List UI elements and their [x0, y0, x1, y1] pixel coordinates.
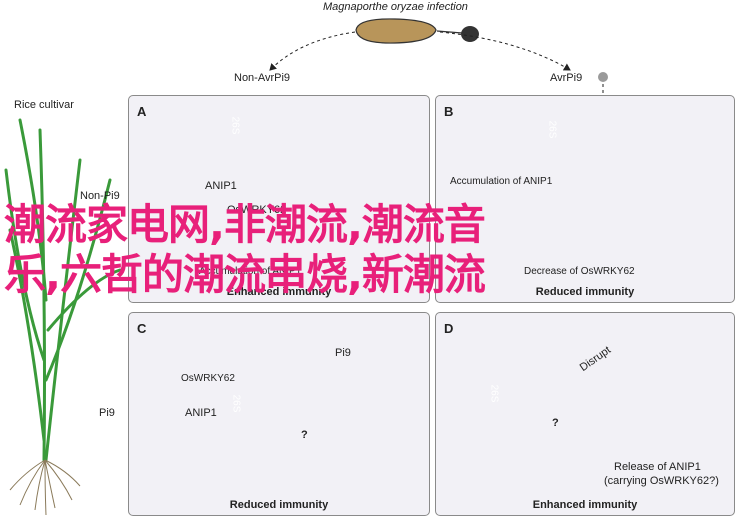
accumulation-label: Accumulation of ANIP1	[450, 176, 553, 187]
question-mark: ?	[552, 417, 559, 429]
decrease-label: Decrease of OsWRKY62	[524, 266, 635, 277]
panel-d: D Disrupt ? Release of ANIP1 (carrying O…	[435, 312, 735, 516]
panel-b-footer: Reduced immunity	[535, 286, 635, 298]
disrupt-label: Disrupt	[577, 344, 614, 374]
rice-plant-icon	[4, 118, 122, 462]
pi9-label: Pi9	[99, 407, 115, 419]
non-pi9-label: Non-Pi9	[80, 190, 120, 202]
panel-b: B Accumulation of ANIP1 Decrease of OsWR…	[435, 95, 735, 303]
pathogen-icon	[355, 18, 479, 44]
non-avrpi9-label: Non-AvrPi9	[234, 72, 291, 84]
release-label-line2: (carrying OsWRKY62?)	[604, 475, 719, 487]
panel-d-footer: Enhanced immunity	[532, 499, 638, 511]
avrpi9-effector-icon	[598, 72, 608, 82]
panel-c: C OsWRKY62 ANIP1 Pi9 ? Reduced immunity	[128, 312, 430, 516]
release-label-line1: Release of ANIP1	[614, 461, 701, 473]
oswrky62-label: OsWRKY62	[227, 204, 287, 216]
anip1-label: ANIP1	[185, 407, 217, 419]
arrow-to-non-avr	[269, 31, 356, 71]
anip1-label: ANIP1	[205, 180, 237, 192]
panel-a-footer: Enhanced immunity	[226, 286, 332, 298]
rice-roots-icon	[9, 459, 81, 516]
proteasome-label: 26S	[488, 384, 500, 403]
proteasome-label: 26S	[546, 120, 558, 139]
arrow-to-avr	[439, 31, 571, 71]
avrpi9-label: AvrPi9	[550, 72, 583, 84]
accumulation-label: Accumulation of ANIP1	[199, 266, 302, 277]
pathogen-title: Magnaporthe oryzae infection	[323, 1, 468, 13]
question-mark: ?	[301, 429, 308, 441]
pi9-label: Pi9	[335, 347, 351, 359]
panel-c-footer: Reduced immunity	[229, 499, 329, 511]
panel-b-letter: B	[444, 104, 454, 119]
oswrky62-label: OsWRKY62	[181, 373, 235, 384]
proteasome-label: 26S	[229, 116, 241, 135]
panel-d-letter: D	[444, 321, 454, 336]
panel-a: A ANIP1 OsWRKY62 Accumulation of ANIP1 E…	[128, 95, 430, 303]
rice-cultivar-label: Rice cultivar	[14, 99, 74, 111]
proteasome-label: 26S	[230, 394, 242, 413]
panel-c-letter: C	[137, 321, 147, 336]
panel-a-letter: A	[137, 104, 147, 119]
